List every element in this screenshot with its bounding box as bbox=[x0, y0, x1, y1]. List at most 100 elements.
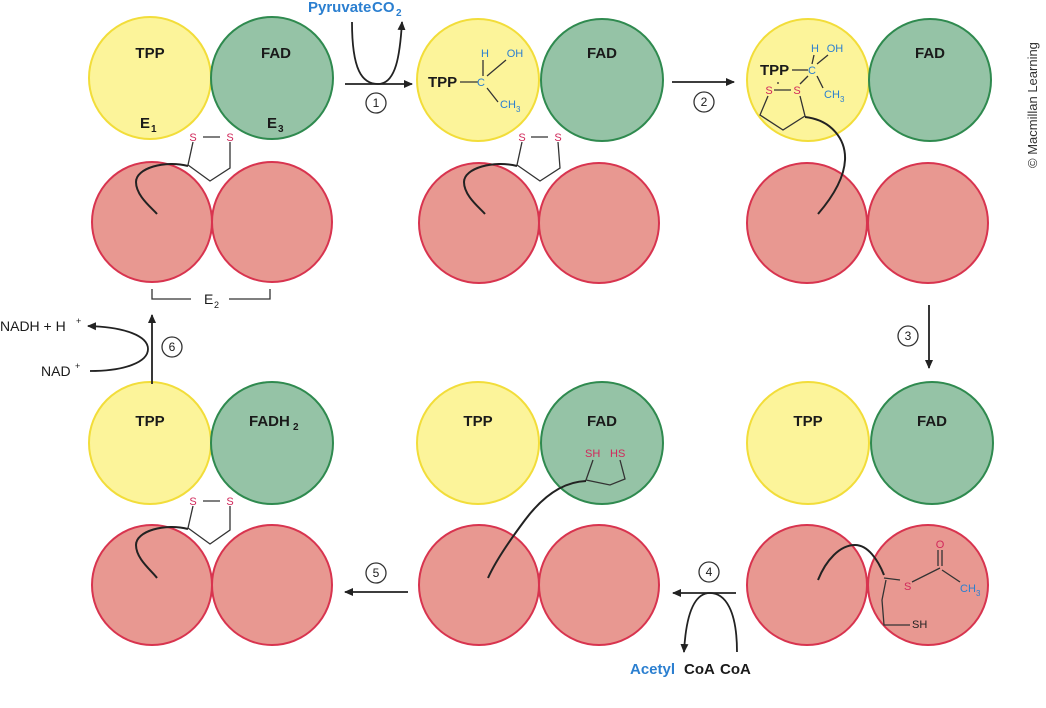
sulfur-2: S bbox=[554, 132, 561, 144]
carbonyl-oxygen: O bbox=[936, 539, 945, 551]
pyruvate-label: Pyruvate bbox=[308, 0, 371, 16]
step-4: 4 Acetyl CoA CoA bbox=[630, 561, 751, 678]
lipoyl-arm bbox=[817, 543, 885, 581]
sulfur-2: S bbox=[793, 85, 800, 97]
sulfur-1: S bbox=[518, 132, 525, 144]
step-4-curve bbox=[680, 592, 738, 653]
e3-fad-circle bbox=[540, 381, 664, 505]
fad-label: FAD bbox=[587, 45, 617, 62]
hs-label: HS bbox=[610, 448, 625, 460]
coa-label: CoA bbox=[720, 661, 751, 678]
step-6: 6 NADH + H + NAD + bbox=[0, 314, 183, 384]
e2-subscript: 2 bbox=[214, 300, 219, 310]
methyl-subscript: 3 bbox=[840, 95, 845, 104]
sulfur-1: S bbox=[189, 496, 196, 508]
step-5: 5 bbox=[344, 562, 408, 596]
nadh-superscript: + bbox=[76, 316, 81, 326]
lipoamide-ring bbox=[187, 505, 231, 545]
dihydrolipoamide-chain bbox=[585, 459, 626, 486]
panel-2: TPP H OH C CH 3 FAD S S bbox=[416, 18, 664, 284]
e2-right-circle bbox=[867, 524, 989, 646]
step-6-curve bbox=[87, 322, 149, 372]
sulfur-1: S bbox=[189, 132, 196, 144]
step-1-curve bbox=[351, 21, 406, 85]
e2-right-circle bbox=[538, 524, 660, 646]
methyl-label: CH bbox=[500, 99, 516, 111]
panel-6: TPP FADH 2 S S bbox=[88, 381, 334, 646]
acetyl-methyl: CH bbox=[960, 583, 976, 595]
sulfur-2: S bbox=[226, 132, 233, 144]
step-2-number: 2 bbox=[701, 95, 708, 109]
thiol-label: SH bbox=[912, 619, 927, 631]
nadh-label: NADH + H bbox=[0, 318, 66, 334]
lipoyl-arm bbox=[134, 162, 189, 215]
step-1: Pyruvate CO 2 1 bbox=[308, 0, 413, 114]
fadh2-label: FADH bbox=[249, 413, 290, 430]
e2-left-circle bbox=[746, 524, 868, 646]
step-4-number: 4 bbox=[706, 565, 713, 579]
lipoyl-arm bbox=[134, 525, 189, 579]
fad-label: FAD bbox=[261, 45, 291, 62]
e1-subscript: 1 bbox=[151, 124, 157, 135]
e2-right-circle bbox=[538, 162, 660, 284]
step-1-number: 1 bbox=[373, 96, 380, 110]
e2-left-circle bbox=[746, 162, 868, 284]
panel-3: FAD TPP H OH C CH 3 S S bbox=[746, 18, 992, 284]
e2-left-circle bbox=[91, 524, 213, 646]
lipoamide-ring bbox=[187, 141, 231, 182]
e3-fad-circle bbox=[868, 18, 992, 142]
carbon-label: C bbox=[808, 65, 816, 77]
sulfur-1: S bbox=[765, 85, 772, 97]
e1-tpp-circle bbox=[416, 18, 540, 142]
tpp-label: TPP bbox=[428, 74, 457, 91]
fadh2-subscript: 2 bbox=[293, 422, 299, 433]
lipoyl-arm bbox=[462, 162, 518, 215]
panel-4: TPP FAD S SH O CH 3 bbox=[746, 381, 994, 646]
e2-label: E bbox=[204, 291, 213, 307]
e1-tpp-circle bbox=[416, 381, 540, 505]
step-6-number: 6 bbox=[169, 340, 176, 354]
e3-label: E bbox=[267, 115, 277, 132]
sh-label: SH bbox=[585, 448, 600, 460]
e1-tpp-circle bbox=[746, 381, 870, 505]
hydrogen-label: H bbox=[481, 48, 489, 60]
e3-fad-circle bbox=[540, 18, 664, 142]
acetyl-methyl-subscript: 3 bbox=[976, 589, 981, 598]
methyl-subscript: 3 bbox=[516, 105, 521, 114]
e2-bracket bbox=[151, 289, 271, 300]
e2-right-circle bbox=[211, 524, 333, 646]
e2-left-circle bbox=[418, 162, 540, 284]
lipoamide-ring bbox=[516, 141, 561, 182]
fad-label: FAD bbox=[587, 413, 617, 430]
tpp-label: TPP bbox=[135, 45, 164, 62]
step-2: 2 bbox=[672, 78, 735, 113]
e3-fad-circle bbox=[870, 381, 994, 505]
e3-subscript: 3 bbox=[278, 124, 284, 135]
e1-tpp-circle bbox=[88, 381, 212, 505]
hydroxyl-label: OH bbox=[827, 43, 844, 55]
tpp-label: TPP bbox=[135, 413, 164, 430]
tpp-label: TPP bbox=[760, 62, 789, 79]
nad-label: NAD bbox=[41, 363, 71, 379]
panel-1: TPP FAD E 1 E 3 S S E 2 bbox=[88, 16, 334, 310]
lipoyl-arm bbox=[804, 116, 847, 215]
e1-tpp-circle bbox=[746, 18, 870, 142]
step-3: 3 bbox=[897, 305, 933, 369]
e2-right-circle bbox=[867, 162, 989, 284]
e2-left-circle bbox=[91, 161, 213, 283]
hydroxyl-label: OH bbox=[507, 48, 524, 60]
e2-right-circle bbox=[211, 161, 333, 283]
co2-subscript: 2 bbox=[396, 8, 402, 19]
e3-fad-circle bbox=[210, 16, 334, 140]
methyl-label: CH bbox=[824, 89, 840, 101]
acetyl-coa-label: CoA bbox=[684, 661, 715, 678]
step-3-number: 3 bbox=[905, 329, 912, 343]
nad-superscript: + bbox=[75, 361, 80, 371]
copyright-text: © Macmillan Learning bbox=[1025, 42, 1040, 168]
carbon-label: C bbox=[477, 77, 485, 89]
panel-5: TPP FAD SH HS bbox=[416, 381, 664, 646]
lipoyl-arm bbox=[487, 480, 587, 579]
fad-label: FAD bbox=[915, 45, 945, 62]
fad-label: FAD bbox=[917, 413, 947, 430]
